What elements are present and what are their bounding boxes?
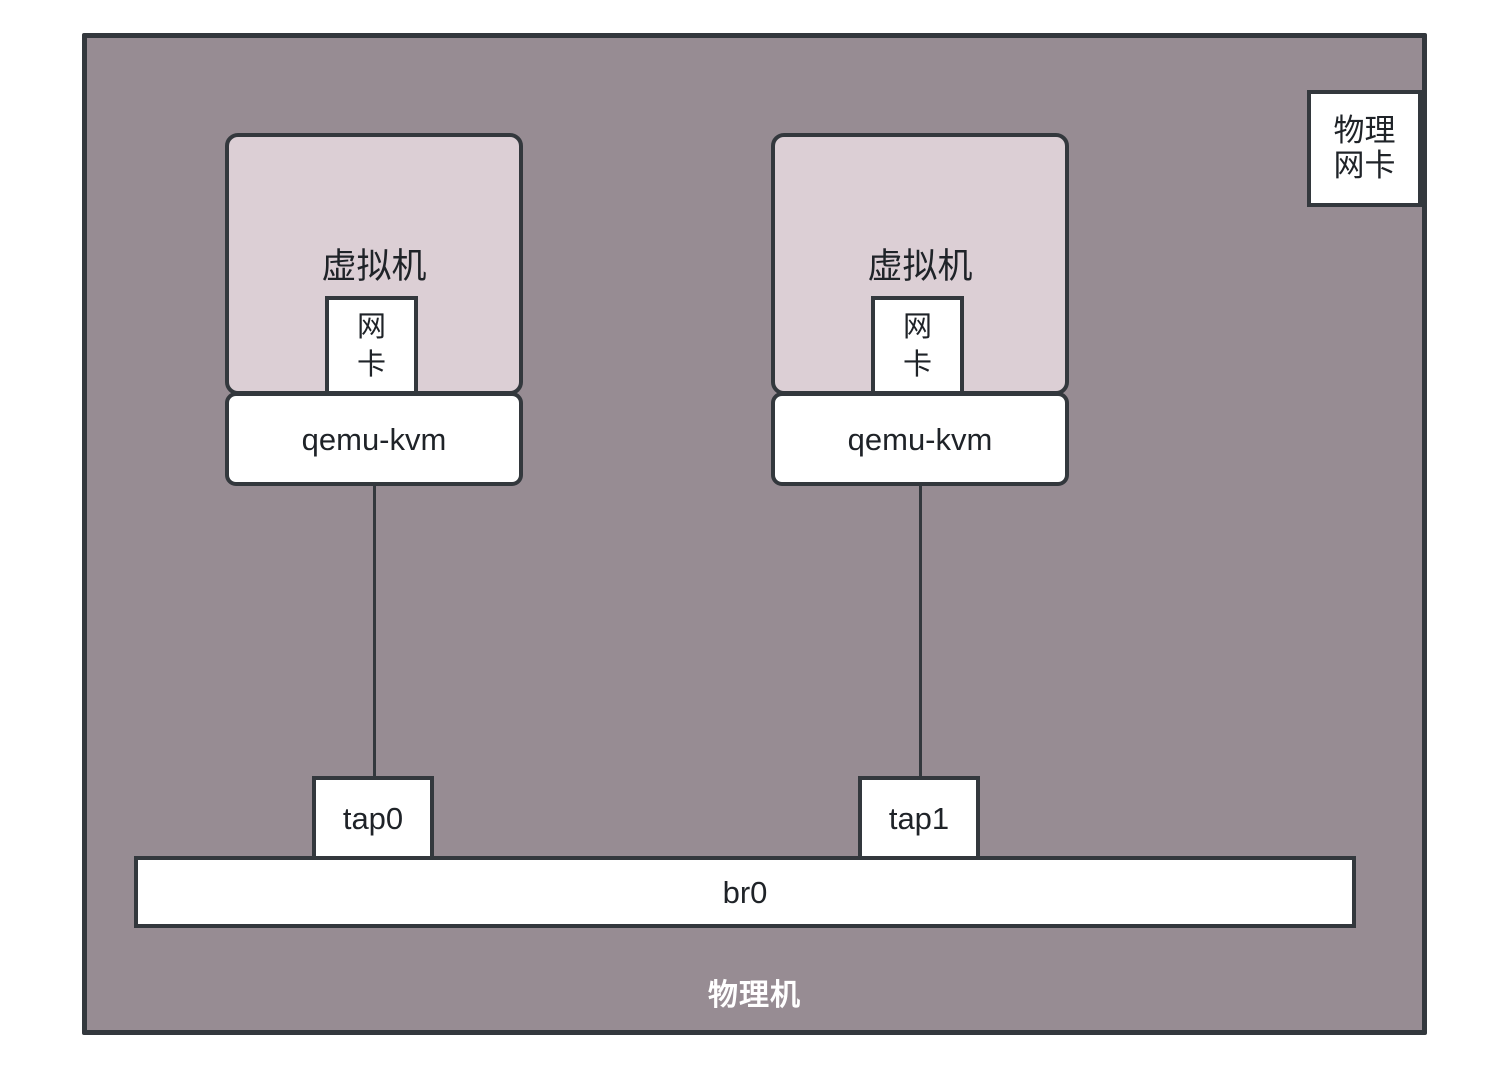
tap-label-1: tap1 [888, 800, 950, 836]
virtual-nic-label-0: 网卡 [356, 311, 386, 381]
bridge-box: br0 [134, 856, 1356, 928]
tap-label-0: tap0 [342, 800, 404, 836]
tap-box-1: tap1 [858, 776, 980, 860]
virtual-nic-box-0: 网卡 [325, 296, 418, 395]
qemu-kvm-label-1: qemu-kvm [847, 421, 993, 457]
virtual-nic-box-1: 网卡 [871, 296, 964, 395]
vm-label-0: 虚拟机 [321, 247, 427, 286]
physical-nic-label: 物理网卡 [1333, 112, 1396, 183]
qemu-kvm-box-1: qemu-kvm [771, 392, 1069, 486]
qemu-kvm-box-0: qemu-kvm [225, 392, 523, 486]
physical-nic-box: 物理网卡 [1307, 90, 1422, 207]
host-label: 物理机 [708, 979, 801, 1012]
vm-box-1: 虚拟机 [771, 133, 1069, 395]
virtual-nic-label-1: 网卡 [902, 311, 932, 381]
tap-box-0: tap0 [312, 776, 434, 860]
qemu-kvm-label-0: qemu-kvm [301, 421, 447, 457]
bridge-label: br0 [722, 874, 768, 910]
connector-qemu0-to-tap0 [373, 486, 376, 778]
connector-qemu1-to-tap1 [919, 486, 922, 778]
vm-label-1: 虚拟机 [867, 247, 973, 286]
